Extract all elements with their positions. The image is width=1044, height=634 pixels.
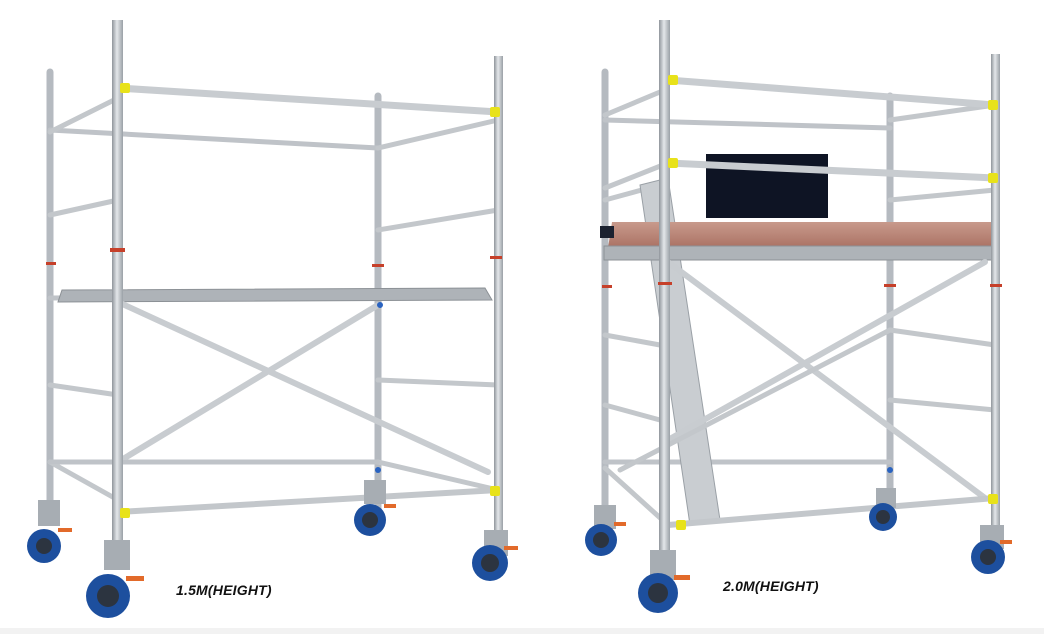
castor-wheel-icon [971,525,1012,574]
caption-left-height: 1.5M(HEIGHT) [176,582,272,598]
bottom-strip [0,628,1044,634]
castor-wheel-icon [27,500,72,563]
castor-wheel-icon [869,488,897,531]
castor-wheel-icon [354,480,396,536]
castor-wheel-icon [86,540,144,618]
scaffold-tower-right [585,20,1012,613]
castor-wheel-icon [638,550,690,613]
caption-right-height: 2.0M(HEIGHT) [723,578,819,594]
castor-wheel-icon [472,530,518,581]
castor-wheel-icon [585,505,626,556]
scaffold-tower-left [27,20,518,618]
platform-plank [608,222,995,250]
